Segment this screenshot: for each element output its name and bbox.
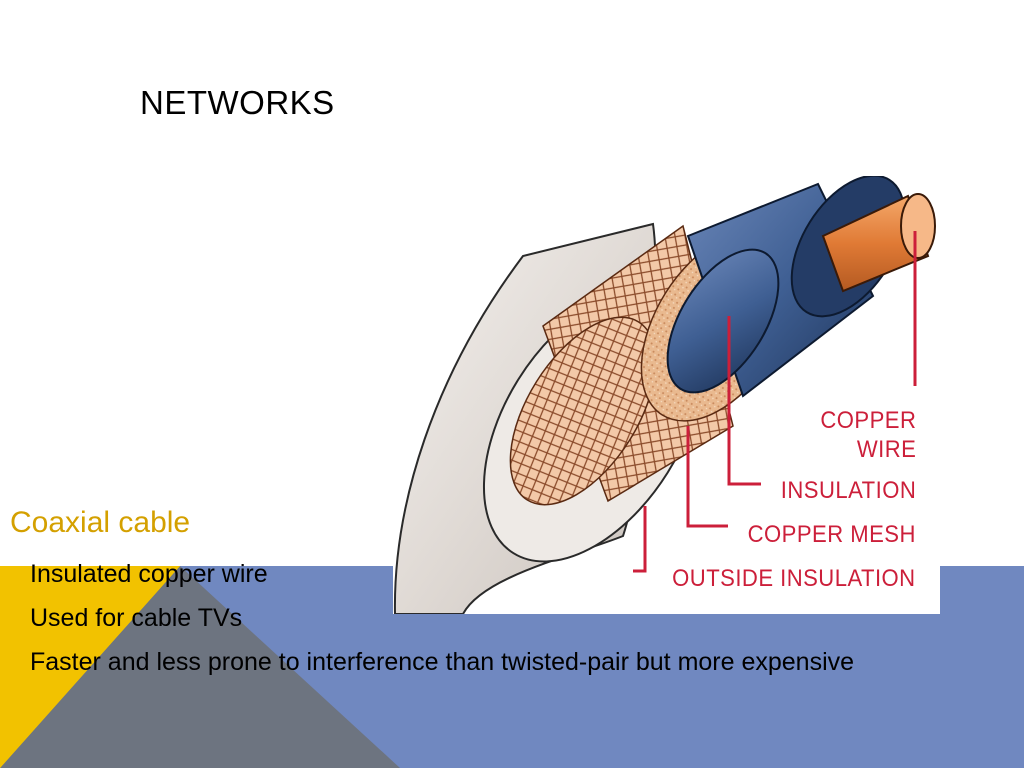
coaxial-cable-diagram: COPPER WIRE INSULATION COPPER MESH OUTSI…	[393, 176, 940, 614]
bullet-item: Used for cable TVs	[30, 604, 243, 632]
label-copper-wire-line-1: COPPER	[819, 407, 916, 434]
leader-lines	[633, 231, 917, 573]
bullet-item: Insulated copper wire	[30, 560, 268, 588]
leader-copper-mesh	[686, 426, 728, 528]
bullet-list: Insulated copper wire Used for cable TVs…	[30, 558, 990, 690]
gray-triangle	[0, 566, 400, 768]
copper-core-end	[900, 193, 936, 259]
bullet-item: Faster and less prone to interference th…	[30, 648, 855, 676]
leader-insulation	[727, 316, 761, 486]
label-outside-insulation: OUTSIDE INSULATION	[672, 565, 916, 592]
coaxial-cable-illustration	[393, 176, 936, 614]
label-copper-wire-line-2: WIRE	[856, 436, 916, 463]
leader-outside-insulation	[633, 506, 647, 573]
slide-title: NETWORKS	[140, 84, 335, 121]
inner-insulation-end-left	[666, 248, 780, 394]
section-heading: Coaxial cable	[10, 506, 191, 539]
label-insulation: INSULATION	[780, 477, 916, 504]
yellow-triangle-edge	[0, 566, 180, 768]
label-copper-mesh: COPPER MESH	[747, 521, 916, 548]
mesh-end	[509, 316, 657, 506]
label-copper-wire: COPPER WIRE	[820, 406, 916, 464]
